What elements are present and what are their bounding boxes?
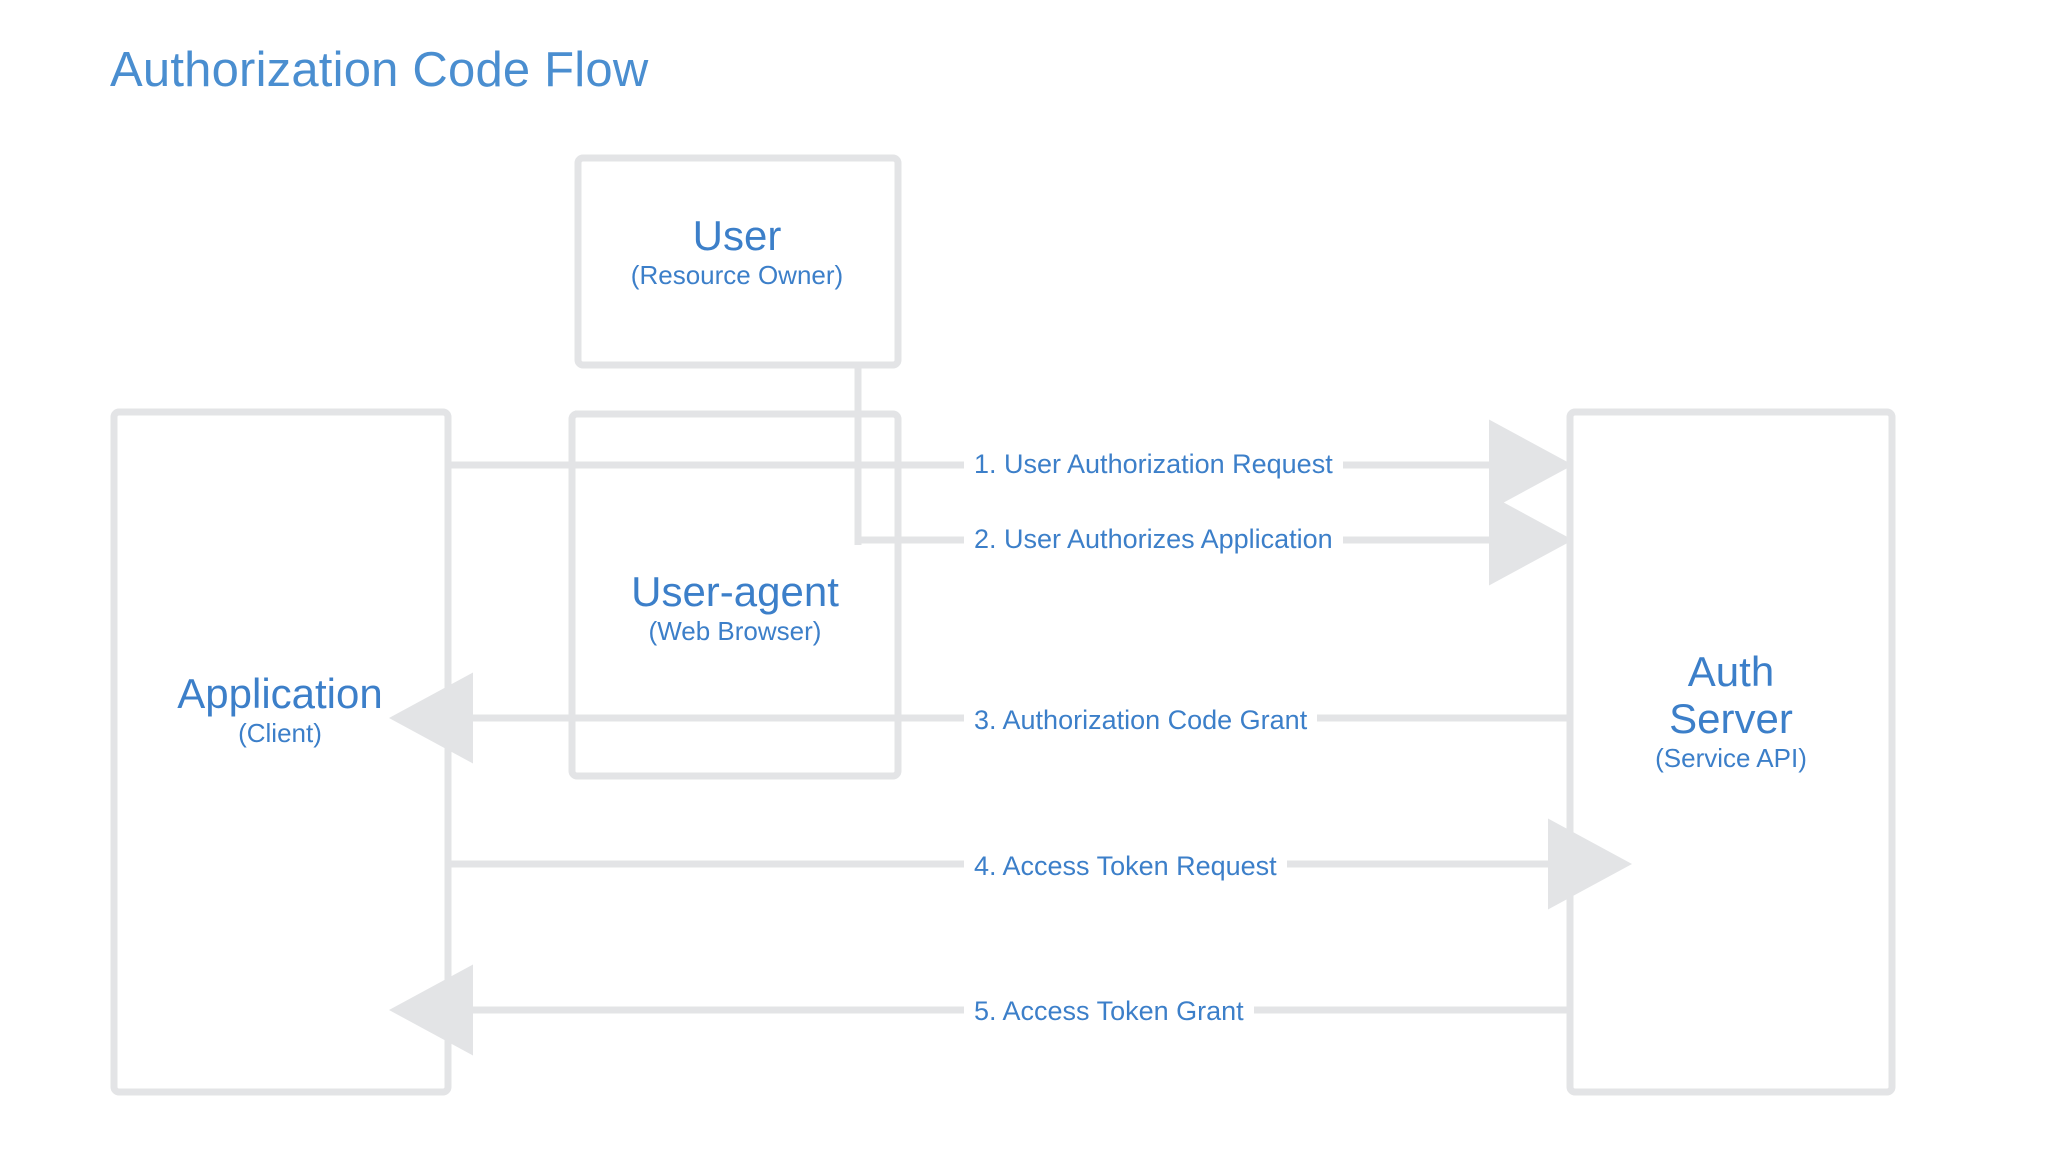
node-box-auth-server: [1566, 408, 1896, 1096]
flow-label-1: 1. User Authorization Request: [964, 451, 1343, 478]
node-box-application: [110, 408, 452, 1096]
node-box-user: [574, 154, 902, 369]
page-title: Authorization Code Flow: [110, 43, 649, 97]
flow-label-4: 4. Access Token Request: [964, 853, 1287, 880]
flow-label-5: 5. Access Token Grant: [964, 998, 1254, 1025]
flow-label-3: 3. Authorization Code Grant: [964, 707, 1318, 734]
flow-label-2: 2. User Authorizes Application: [964, 526, 1343, 553]
